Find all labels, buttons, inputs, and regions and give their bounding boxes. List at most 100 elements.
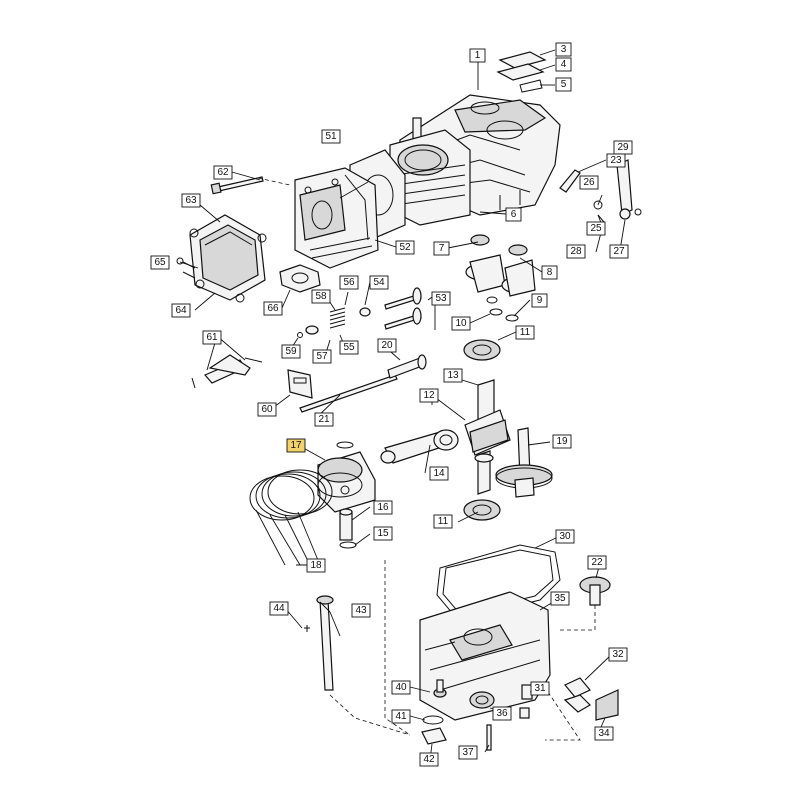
svg-text:52: 52 <box>399 242 411 253</box>
callout-58: 58 <box>311 289 331 304</box>
intake-gasket <box>279 264 321 293</box>
callout-6: 6 <box>505 207 522 222</box>
svg-text:54: 54 <box>373 277 385 288</box>
svg-text:1: 1 <box>475 50 481 61</box>
bolt-37 <box>486 724 492 751</box>
svg-text:30: 30 <box>559 531 571 542</box>
svg-text:11: 11 <box>520 327 531 338</box>
callout-43: 43 <box>351 603 371 618</box>
main-bearing-top <box>463 339 501 361</box>
svg-text:20: 20 <box>381 340 393 351</box>
svg-text:12: 12 <box>423 390 435 401</box>
svg-text:63: 63 <box>185 195 197 206</box>
callout-28: 28 <box>566 244 586 259</box>
svg-text:34: 34 <box>598 728 610 739</box>
cylinder-head <box>294 167 379 269</box>
balancer-gear <box>501 244 536 297</box>
svg-text:36: 36 <box>496 708 508 719</box>
svg-text:57: 57 <box>316 351 328 362</box>
callout-4: 4 <box>555 57 572 72</box>
callout-31: 31 <box>530 681 550 696</box>
svg-text:21: 21 <box>318 414 330 425</box>
callout-59: 59 <box>281 344 301 359</box>
svg-text:11: 11 <box>438 516 449 527</box>
svg-text:35: 35 <box>554 593 566 604</box>
rocker-guide-plate <box>287 369 313 399</box>
callout-16: 16 <box>373 500 393 515</box>
callout-44: 44 <box>269 601 289 616</box>
drain-clip <box>421 727 447 745</box>
callout-52: 52 <box>395 240 415 255</box>
callout-60: 60 <box>257 402 277 417</box>
svg-text:64: 64 <box>175 305 187 316</box>
svg-text:58: 58 <box>315 291 327 302</box>
svg-text:23: 23 <box>610 155 622 166</box>
callout-61: 61 <box>202 330 222 345</box>
callout-23: 23 <box>606 153 626 168</box>
svg-text:62: 62 <box>217 167 229 178</box>
svg-text:41: 41 <box>395 711 407 722</box>
tube-screw <box>304 625 310 632</box>
svg-text:55: 55 <box>343 342 355 353</box>
svg-text:4: 4 <box>561 59 567 70</box>
long-bolt <box>210 176 264 195</box>
piston-pin <box>339 508 353 541</box>
svg-text:44: 44 <box>273 603 285 614</box>
pushrod <box>299 374 398 413</box>
callout-20: 20 <box>377 338 397 353</box>
oil-slinger <box>579 576 611 606</box>
svg-text:59: 59 <box>285 346 297 357</box>
governor-linkage <box>559 159 642 223</box>
callout-41: 41 <box>391 709 411 724</box>
filter-screen <box>595 689 619 721</box>
callout-55: 55 <box>339 340 359 355</box>
svg-text:22: 22 <box>591 557 603 568</box>
svg-text:15: 15 <box>377 528 389 539</box>
tappet <box>387 354 427 379</box>
assembly-guides <box>257 177 596 741</box>
svg-text:40: 40 <box>395 682 407 693</box>
callout-21: 21 <box>314 412 334 427</box>
callout-62: 62 <box>213 165 233 180</box>
callout-15: 15 <box>373 526 393 541</box>
svg-text:65: 65 <box>154 257 166 268</box>
callout-11-bottom: 11 <box>433 514 453 529</box>
callout-8: 8 <box>541 265 558 280</box>
svg-text:3: 3 <box>561 44 567 55</box>
callout-51: 51 <box>321 129 341 144</box>
oil-seal <box>469 691 495 709</box>
callout-40: 40 <box>391 680 411 695</box>
camshaft <box>495 427 553 498</box>
cylinder-barrel <box>389 129 471 226</box>
svg-text:43: 43 <box>355 605 367 616</box>
callout-17: 17 <box>286 438 306 453</box>
svg-text:31: 31 <box>534 683 546 694</box>
callout-37: 37 <box>458 745 478 760</box>
callout-18: 18 <box>306 558 326 573</box>
callout-26: 26 <box>579 175 599 190</box>
callout-35: 35 <box>550 591 570 606</box>
drain-oring <box>422 715 444 725</box>
callout-42: 42 <box>419 752 439 767</box>
callout-10: 10 <box>451 316 471 331</box>
drain-plug <box>433 679 447 698</box>
part-36 <box>519 707 530 719</box>
breather-gasket <box>496 51 547 93</box>
svg-text:42: 42 <box>423 754 435 765</box>
callout-12: 12 <box>419 388 439 403</box>
callout-9: 9 <box>531 293 548 308</box>
svg-text:14: 14 <box>433 468 445 479</box>
callout-14: 14 <box>429 466 449 481</box>
svg-text:32: 32 <box>612 649 624 660</box>
svg-text:17: 17 <box>290 440 302 451</box>
svg-text:16: 16 <box>377 502 389 513</box>
callout-34: 34 <box>594 726 614 741</box>
callout-5: 5 <box>555 77 572 92</box>
callout-57: 57 <box>312 349 332 364</box>
svg-text:28: 28 <box>570 246 582 257</box>
piston-rings <box>249 469 333 566</box>
callout-7: 7 <box>433 241 450 256</box>
callout-13: 13 <box>443 368 463 383</box>
callout-66: 66 <box>263 301 283 316</box>
valve-cover <box>189 214 267 303</box>
